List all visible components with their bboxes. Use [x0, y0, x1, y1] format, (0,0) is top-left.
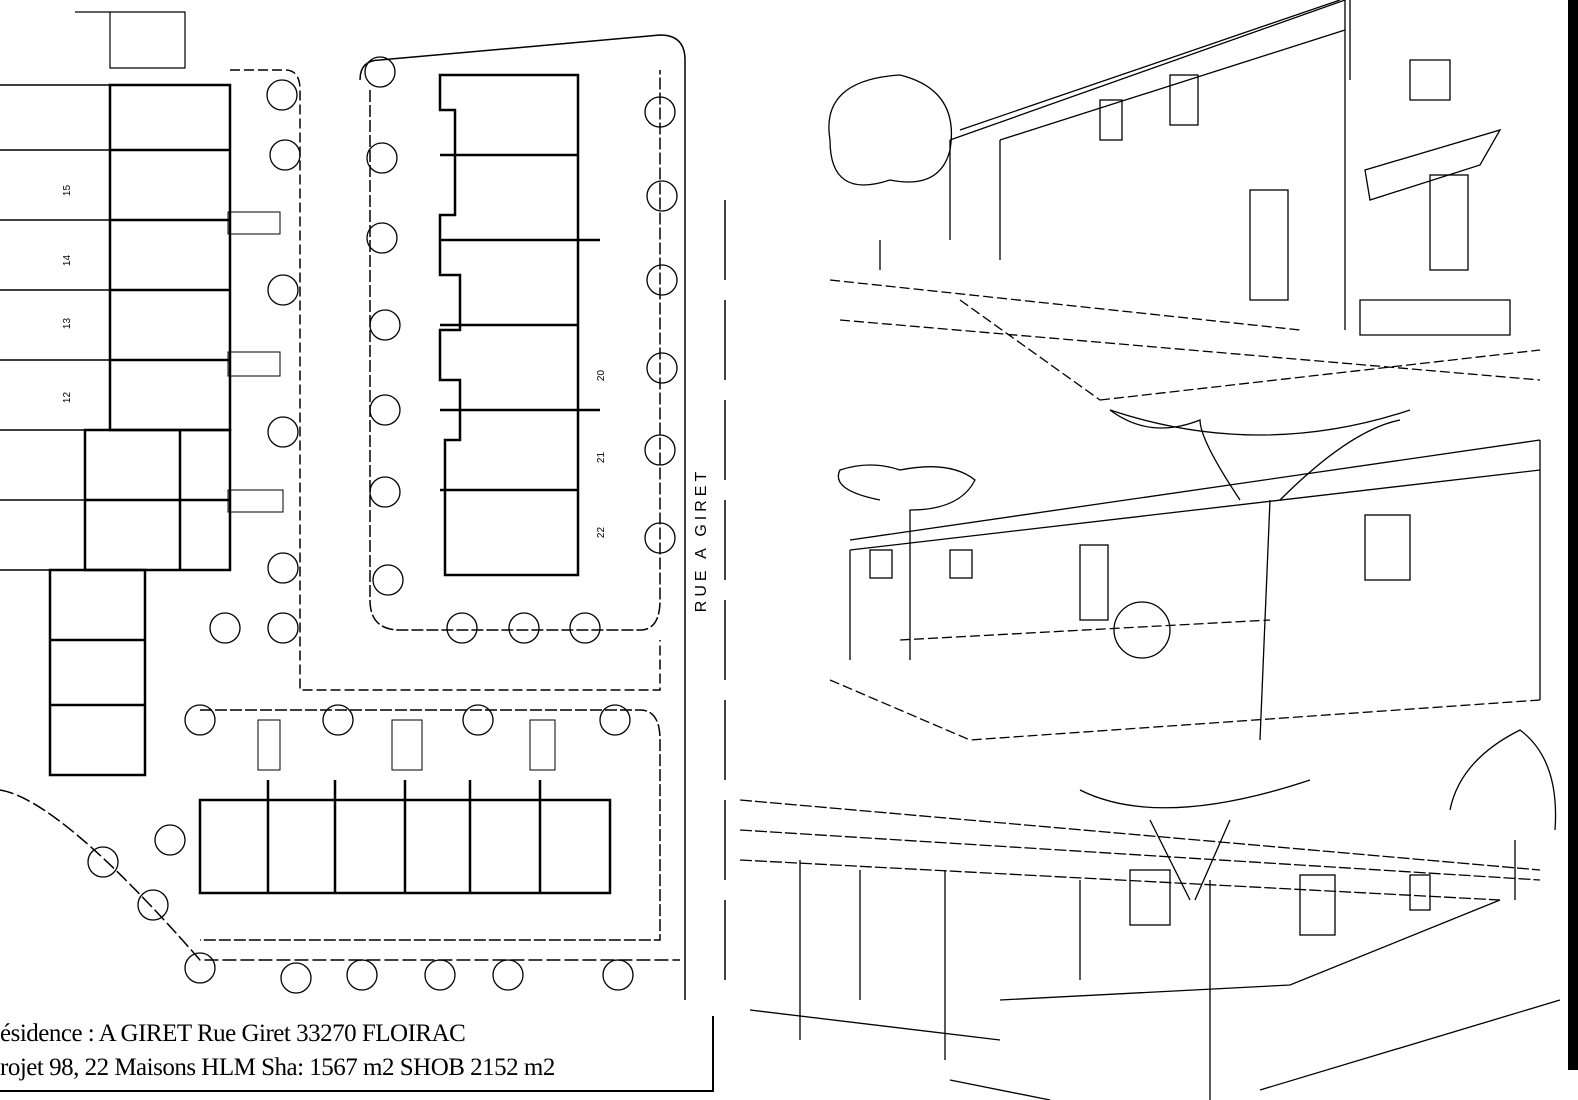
site-plan [0, 11, 686, 1000]
street-label: RUE A GIRET [693, 467, 710, 613]
lot-number: 15 [62, 184, 74, 197]
left-housing-block [48, 83, 232, 777]
parking-stalls [227, 211, 556, 771]
perspective-sketch-3 [739, 729, 1561, 1100]
title-line-project: rojet 98, 22 Maisons HLM Sha: 1567 m2 SH… [0, 1054, 555, 1081]
perspective-sketch-1 [828, 0, 1541, 401]
lot-number: 12 [62, 391, 74, 404]
lot-number: 13 [62, 317, 74, 330]
bottom-housing-block [198, 780, 612, 895]
perspective-sketch-2 [829, 409, 1541, 741]
title-block: ésidence : A GIRET Rue Giret 33270 FLOIR… [0, 1016, 714, 1092]
scan-edge [1568, 0, 1578, 1070]
lot-number: 22 [596, 526, 608, 539]
lot-number: 14 [62, 254, 74, 267]
trees [87, 56, 678, 994]
right-housing-block [438, 73, 600, 577]
title-line-residence: ésidence : A GIRET Rue Giret 33270 FLOIR… [0, 1020, 466, 1047]
lot-number: 21 [596, 451, 608, 464]
lot-number: 20 [596, 369, 608, 382]
